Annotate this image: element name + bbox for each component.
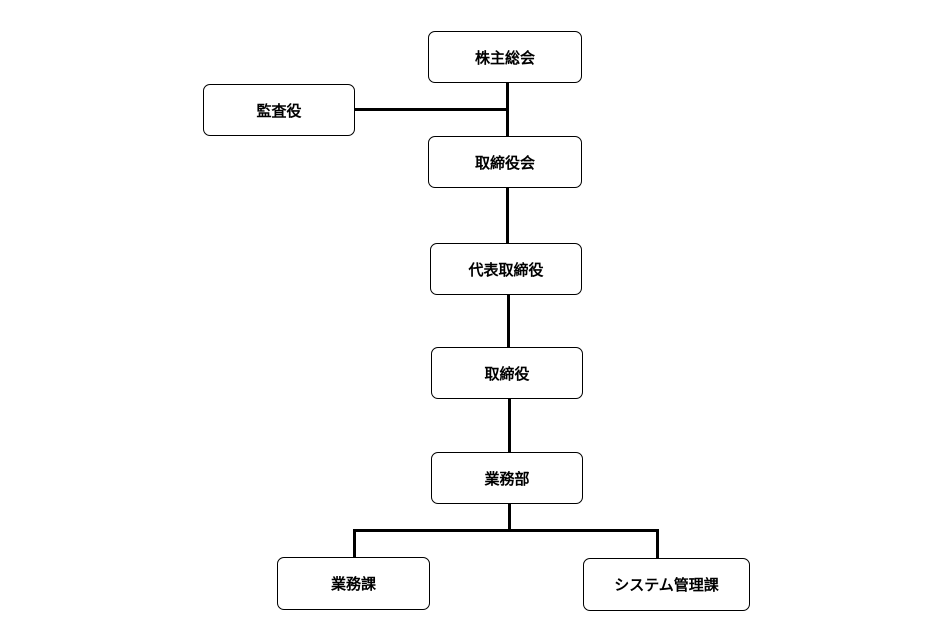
connector-sections-horizontal	[353, 529, 659, 532]
connector-business-department-down	[508, 503, 511, 531]
connector-representative-to-director	[507, 294, 510, 349]
node-shareholders-meeting: 株主総会	[428, 31, 582, 83]
connector-to-business-section	[353, 529, 356, 559]
node-system-management-section: システム管理課	[583, 558, 750, 611]
connector-auditor	[354, 108, 508, 111]
connector-director-to-business-department	[508, 398, 511, 454]
node-auditor: 監査役	[203, 84, 355, 136]
node-board-of-directors: 取締役会	[428, 136, 582, 188]
node-representative-director: 代表取締役	[430, 243, 582, 295]
node-business-section: 業務課	[277, 557, 430, 610]
connector-board-to-representative	[506, 187, 509, 245]
node-business-department: 業務部	[431, 452, 583, 504]
connector-to-system-management-section	[656, 529, 659, 560]
node-director: 取締役	[431, 347, 583, 399]
